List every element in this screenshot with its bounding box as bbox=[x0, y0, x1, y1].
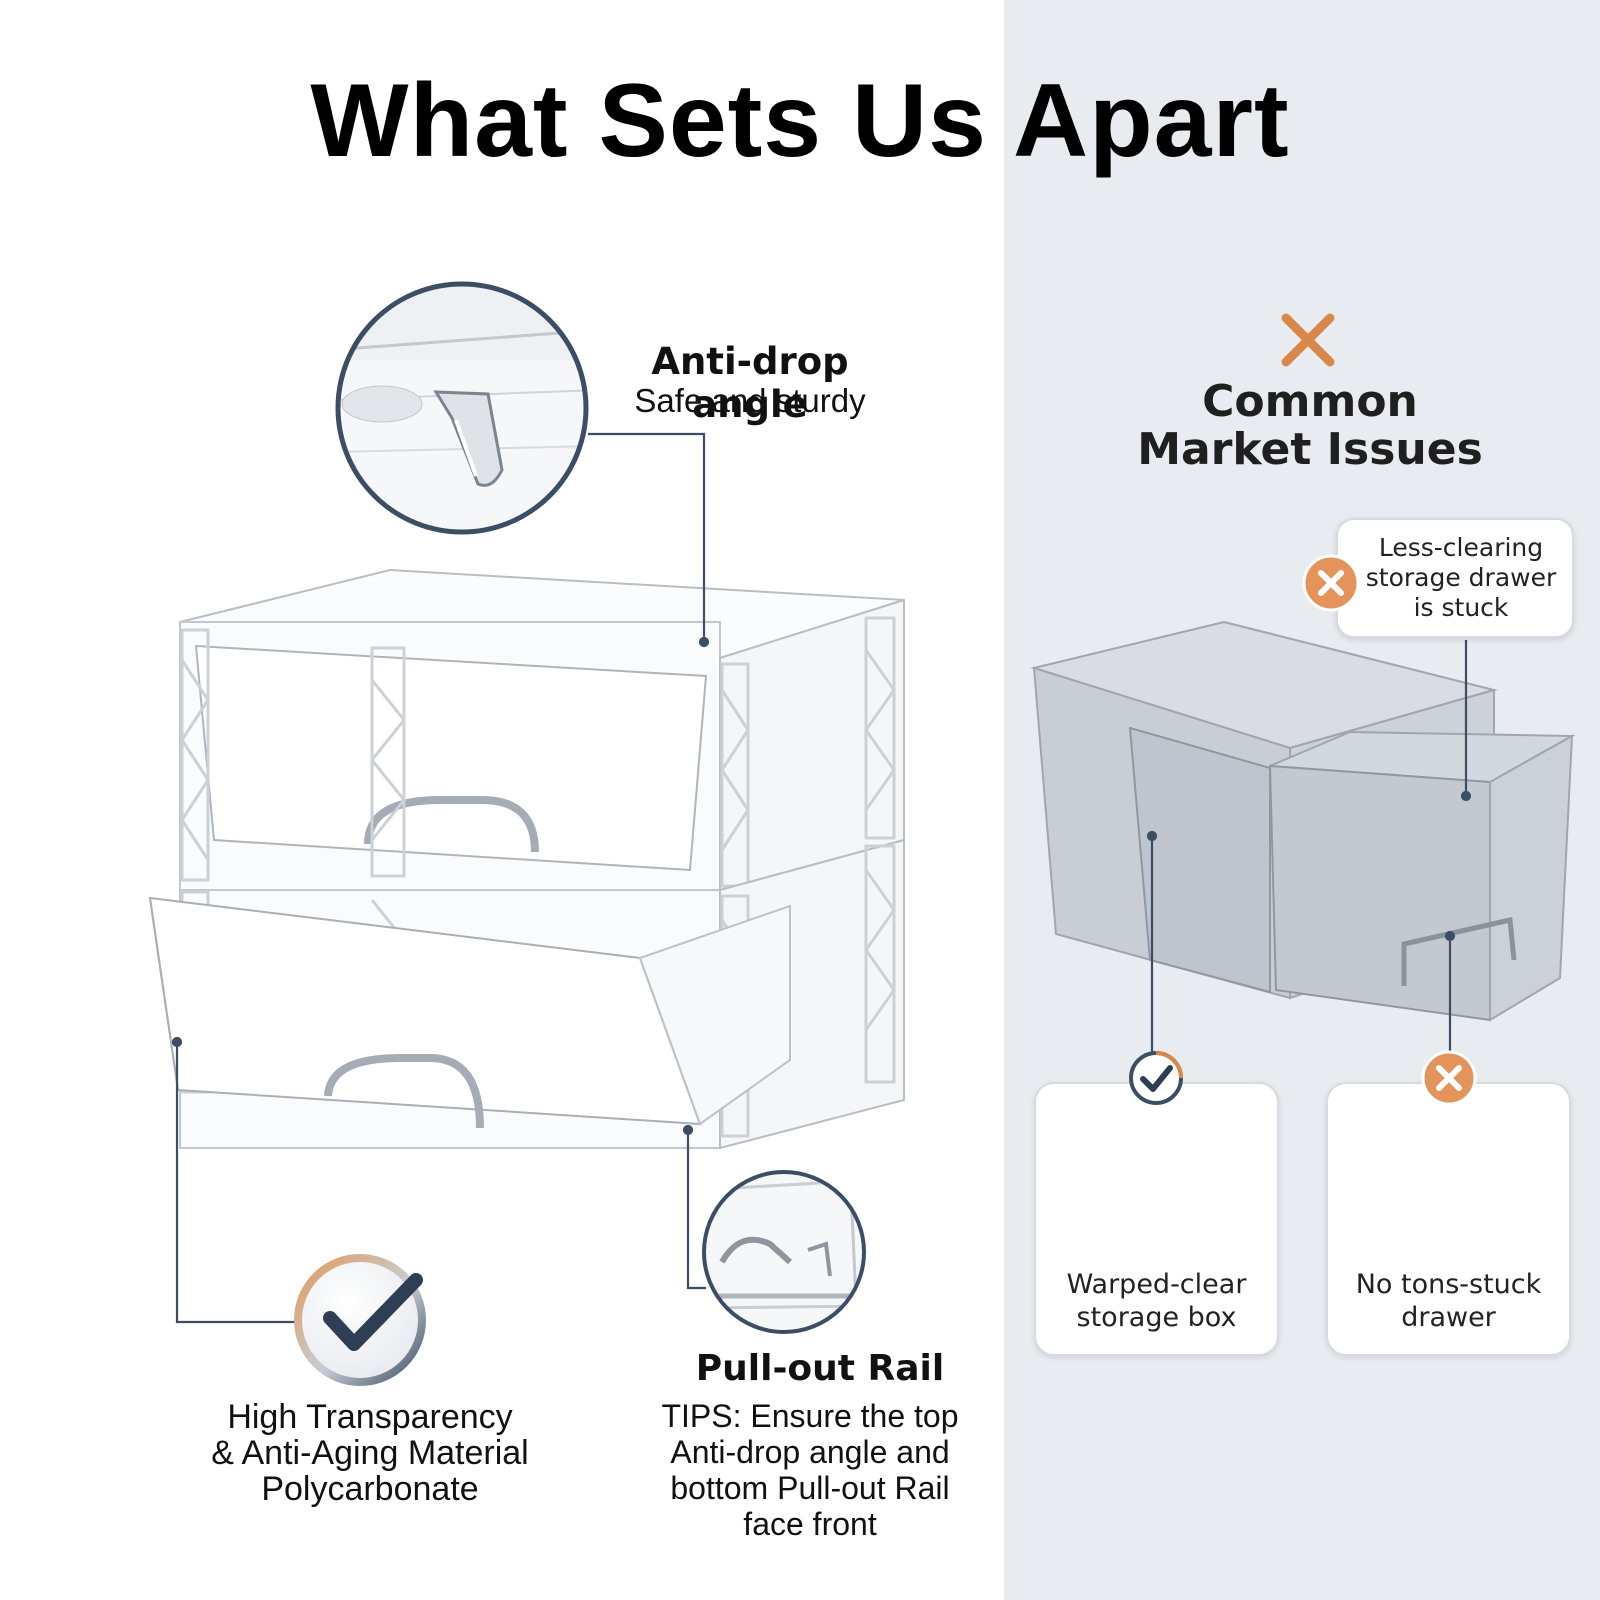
caption-line: Warped-clear bbox=[1066, 1269, 1247, 1300]
tips-line: face front bbox=[743, 1506, 877, 1542]
check-circle-icon bbox=[1129, 1051, 1183, 1105]
card-caption: Warped-clear storage box bbox=[1036, 1268, 1277, 1334]
pull-out-tips: TIPS: Ensure the top Anti-drop angle and… bbox=[630, 1398, 990, 1542]
issue-card-stuck-drawer bbox=[1326, 1082, 1571, 1356]
material-line: Polycarbonate bbox=[261, 1470, 479, 1508]
card-caption: No tons-stuck drawer bbox=[1328, 1268, 1569, 1334]
stuck-drawer-illustration bbox=[1030, 620, 1576, 1022]
common-issues-heading: Common Market Issues bbox=[1120, 378, 1500, 474]
material-description: High Transparency & Anti-Aging Material … bbox=[170, 1399, 570, 1507]
pull-out-rail-title: Pull-out Rail bbox=[695, 1348, 945, 1389]
x-circle-icon bbox=[1421, 1050, 1477, 1106]
heading-line: Common bbox=[1202, 376, 1418, 427]
tips-line: Anti-drop angle and bbox=[670, 1434, 950, 1470]
callout-line: storage drawer bbox=[1365, 563, 1557, 592]
material-line: & Anti-Aging Material bbox=[211, 1434, 529, 1472]
stuck-drawer-callout bbox=[1336, 518, 1574, 638]
x-circle-icon bbox=[1302, 554, 1360, 612]
callout-line: is stuck bbox=[1413, 593, 1509, 622]
callout-lines-left bbox=[171, 432, 710, 1324]
caption-line: drawer bbox=[1401, 1302, 1496, 1333]
page-title: What Sets Us Apart bbox=[310, 63, 1290, 179]
tips-line: bottom Pull-out Rail bbox=[670, 1470, 950, 1506]
x-icon bbox=[1281, 313, 1335, 367]
caption-line: No tons-stuck bbox=[1355, 1269, 1542, 1300]
material-line: High Transparency bbox=[227, 1398, 513, 1436]
anti-drop-zoom bbox=[335, 281, 589, 535]
heading-line: Market Issues bbox=[1137, 424, 1483, 475]
caption-line: storage box bbox=[1076, 1302, 1237, 1333]
issue-card-warped-box bbox=[1034, 1082, 1279, 1356]
callout-lines-right bbox=[1146, 640, 1472, 1056]
anti-drop-title: Anti-drop angle bbox=[651, 340, 849, 426]
callout-line: Less-clearing bbox=[1378, 533, 1544, 562]
callout-text: Less-clearing storage drawer is stuck bbox=[1356, 533, 1566, 623]
check-badge-icon bbox=[294, 1254, 426, 1386]
anti-drop-subtitle: Safe and sturdy bbox=[634, 382, 866, 419]
tips-line: TIPS: Ensure the top bbox=[661, 1398, 959, 1434]
pull-out-rail-zoom bbox=[702, 1170, 866, 1334]
clear-drawer-stack bbox=[148, 568, 905, 1150]
